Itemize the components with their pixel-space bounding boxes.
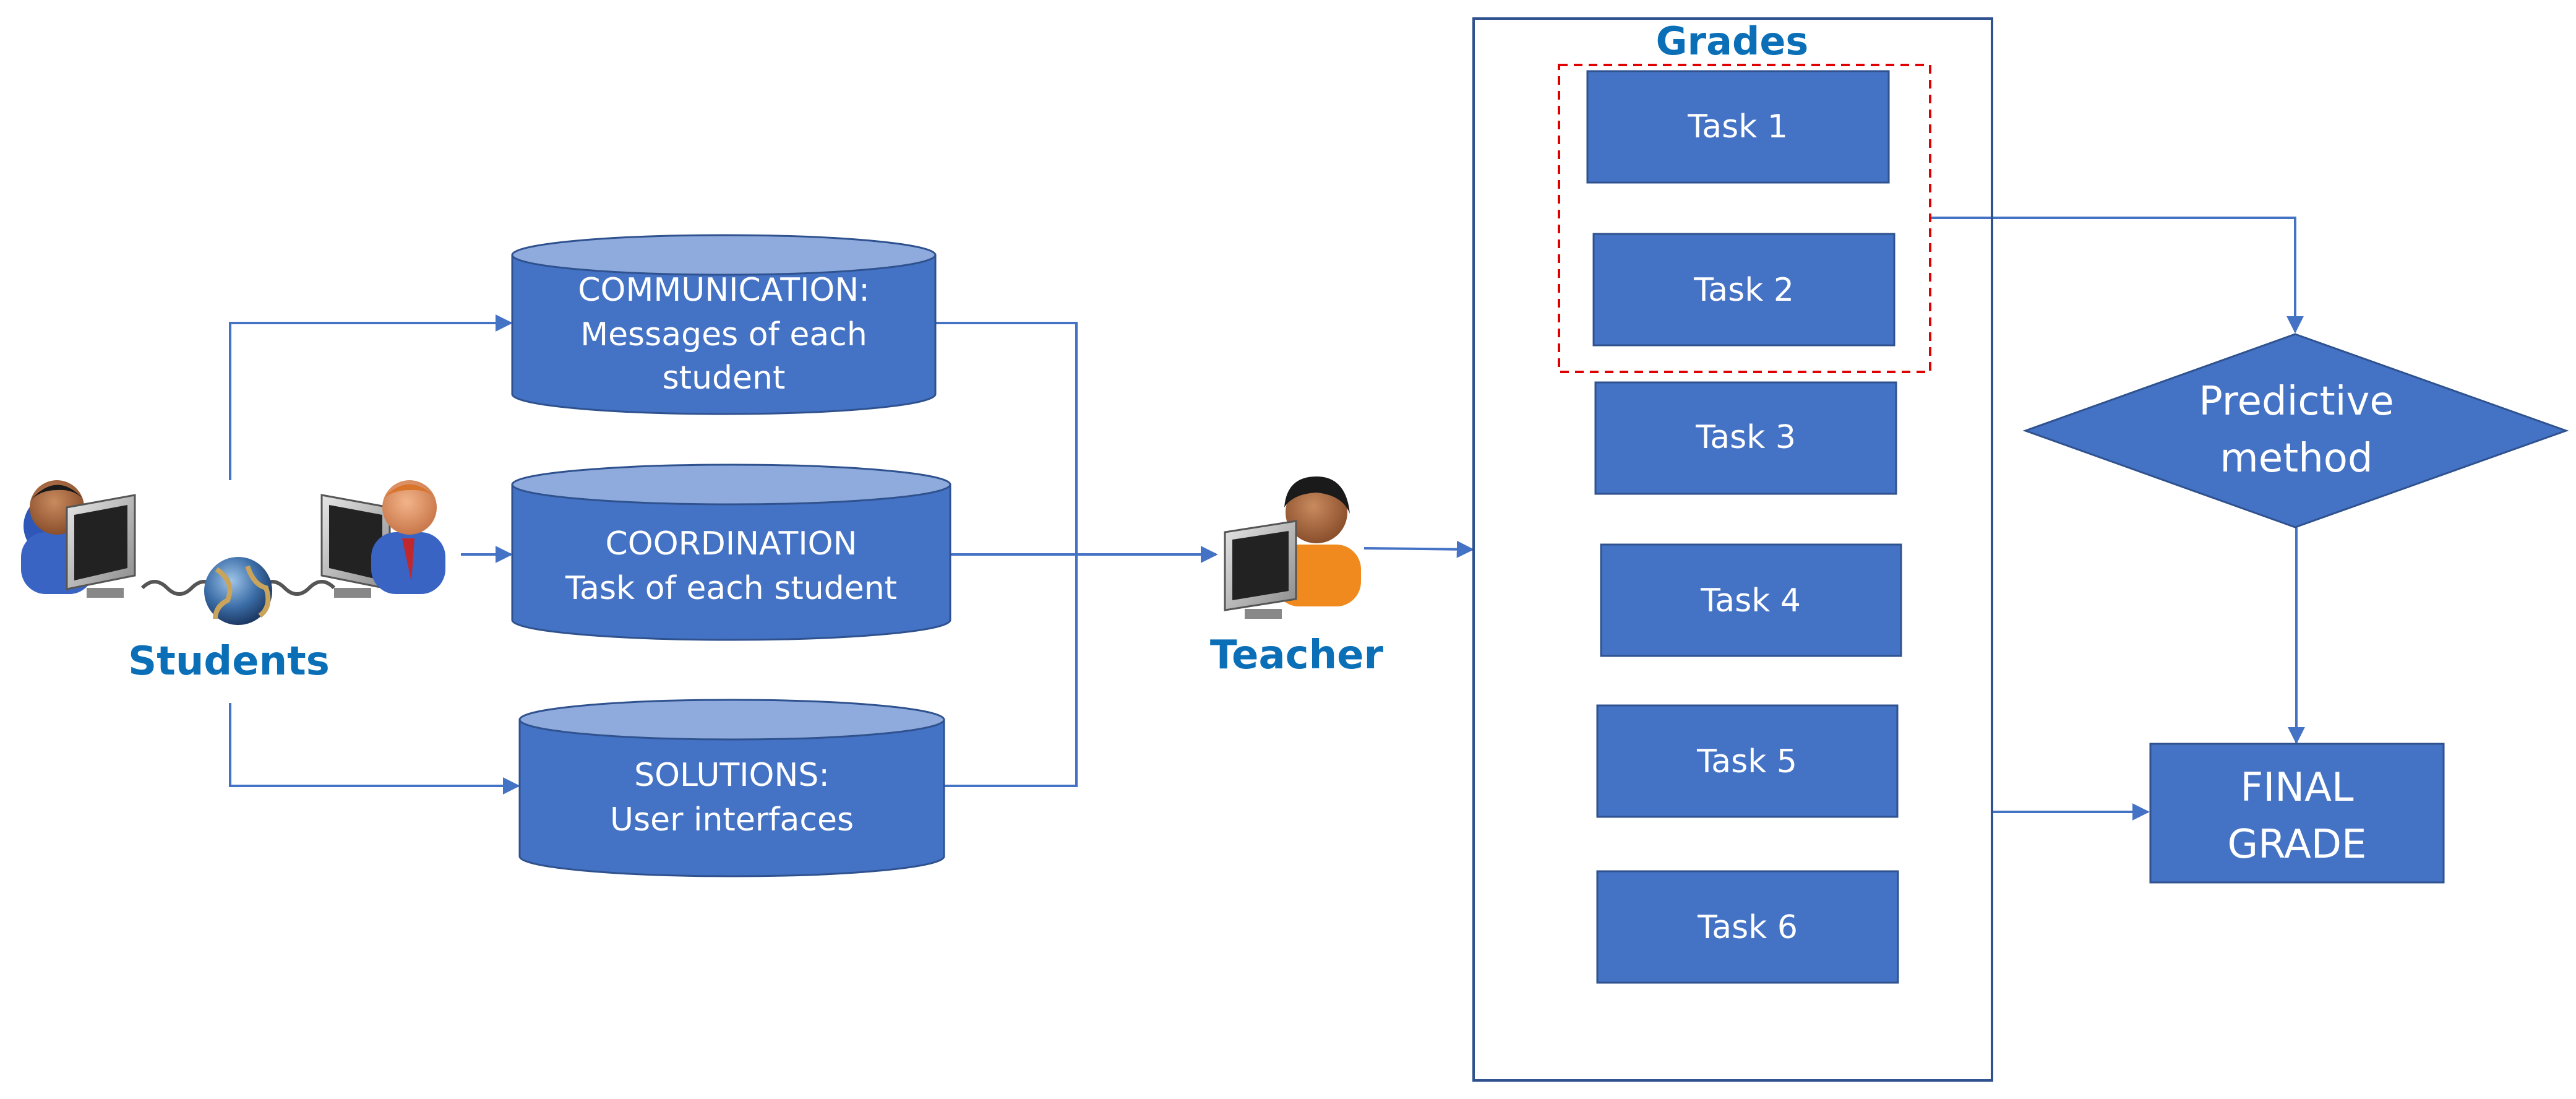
task-box: Task 3 — [1594, 381, 1897, 495]
coordination-title: COORDINATION — [605, 525, 857, 562]
final-grade-box: FINAL GRADE — [2149, 743, 2445, 884]
task-label: Task 4 — [1700, 582, 1801, 619]
final-grade-line-2: GRADE — [2228, 822, 2367, 868]
communication-subtitle-2: student — [663, 360, 786, 397]
task-label: Task 1 — [1687, 108, 1788, 145]
communication-subtitle-1: Messages of each — [580, 316, 867, 353]
task-label: Task 6 — [1697, 909, 1798, 946]
final-grade-line-1: FINAL — [2241, 765, 2354, 811]
students-label: Students — [128, 639, 330, 684]
predictive-line-2: method — [2220, 436, 2372, 481]
task-label: Task 3 — [1695, 419, 1796, 456]
teacher-label: Teacher — [1210, 632, 1384, 678]
coordination-subtitle: Task of each student — [565, 570, 897, 607]
edge-students-to-communication — [229, 314, 513, 480]
predictive-method-diamond: Predictive method — [2022, 333, 2569, 528]
teacher-computer-icon — [1224, 476, 1361, 619]
connectors — [229, 217, 2305, 821]
task-box: Task 4 — [1600, 543, 1902, 657]
solutions-subtitle: User interfaces — [610, 801, 854, 838]
communication-title: COMMUNICATION: — [578, 272, 870, 309]
task-box: Task 2 — [1592, 233, 1896, 347]
task-box: Task 1 — [1586, 70, 1890, 184]
solutions-title: SOLUTIONS: — [634, 757, 830, 794]
communication-database: COMMUNICATION: Messages of each student — [511, 234, 937, 415]
edge-teacher-to-grades — [1363, 540, 1474, 558]
task-box: Task 5 — [1596, 704, 1899, 818]
edge-tasks-to-predictive — [1931, 217, 2304, 334]
grades-container: Grades Task 1 Task 2 Task 3 Task 4 Task … — [1472, 17, 1993, 1082]
edge-students-to-solutions — [229, 703, 520, 795]
task-label: Task 2 — [1693, 272, 1794, 309]
highlight-tasks-1-2 — [1558, 64, 1931, 373]
coordination-database: COORDINATION Task of each student — [511, 463, 951, 641]
students-network-icon — [21, 480, 445, 625]
predictive-line-1: Predictive — [2199, 379, 2394, 425]
task-box: Task 6 — [1596, 870, 1899, 984]
grades-title: Grades — [1656, 19, 1809, 64]
task-label: Task 5 — [1696, 743, 1797, 780]
solutions-database: SOLUTIONS: User interfaces — [518, 699, 945, 877]
